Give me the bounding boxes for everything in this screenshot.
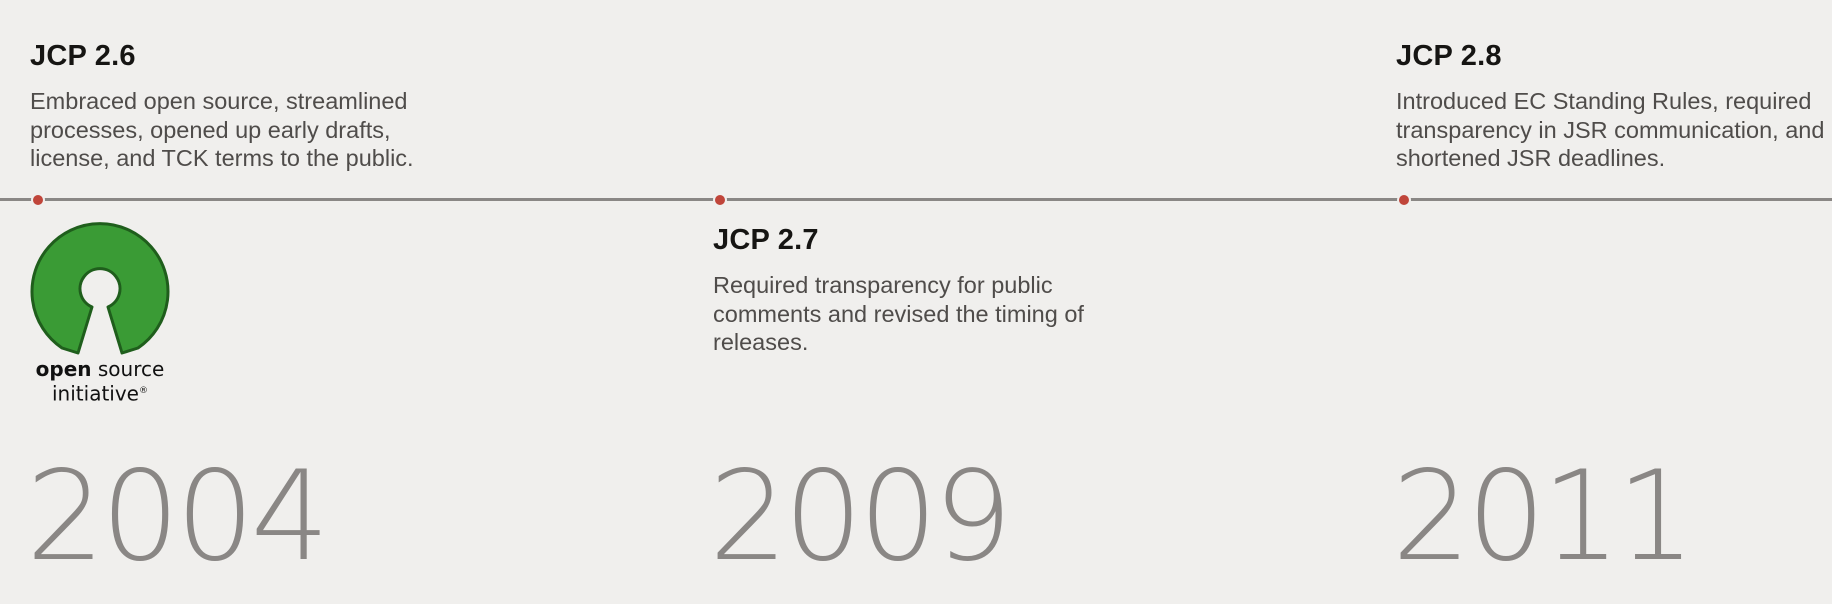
osi-text-initiative: initiative (52, 381, 139, 406)
entry-description: Required transparency for public comment… (713, 272, 1084, 355)
entry-title: JCP 2.7 (713, 224, 819, 256)
timeline-dot-2004 (31, 193, 45, 207)
osi-text-regular: source (97, 357, 165, 381)
open-source-initiative-logo: open source initiative® (30, 222, 170, 407)
timeline-dot-2009 (713, 193, 727, 207)
entry-title: JCP 2.6 (30, 40, 136, 72)
timeline-entry-jcp-2-6: JCP 2.6 Embraced open source, streamline… (30, 40, 460, 173)
timeline-line (0, 198, 1832, 201)
timeline-dot-2011 (1397, 193, 1411, 207)
timeline-entry-jcp-2-7: JCP 2.7 Required transparency for public… (713, 224, 1133, 357)
entry-description: Embraced open source, streamlined proces… (30, 88, 414, 171)
osi-text-line1: open source (30, 358, 170, 380)
osi-text-line2: initiative® (30, 380, 170, 405)
entry-description: Introduced EC Standing Rules, required t… (1396, 88, 1825, 171)
osi-text-bold: open (35, 357, 92, 381)
year-2011: 2011 (1392, 445, 1696, 589)
osi-keyhole-icon (30, 222, 170, 355)
registered-mark: ® (138, 386, 148, 396)
year-2004: 2004 (26, 445, 330, 589)
timeline-entry-jcp-2-8: JCP 2.8 Introduced EC Standing Rules, re… (1396, 40, 1826, 173)
entry-title: JCP 2.8 (1396, 40, 1502, 72)
year-2009: 2009 (709, 445, 1013, 589)
